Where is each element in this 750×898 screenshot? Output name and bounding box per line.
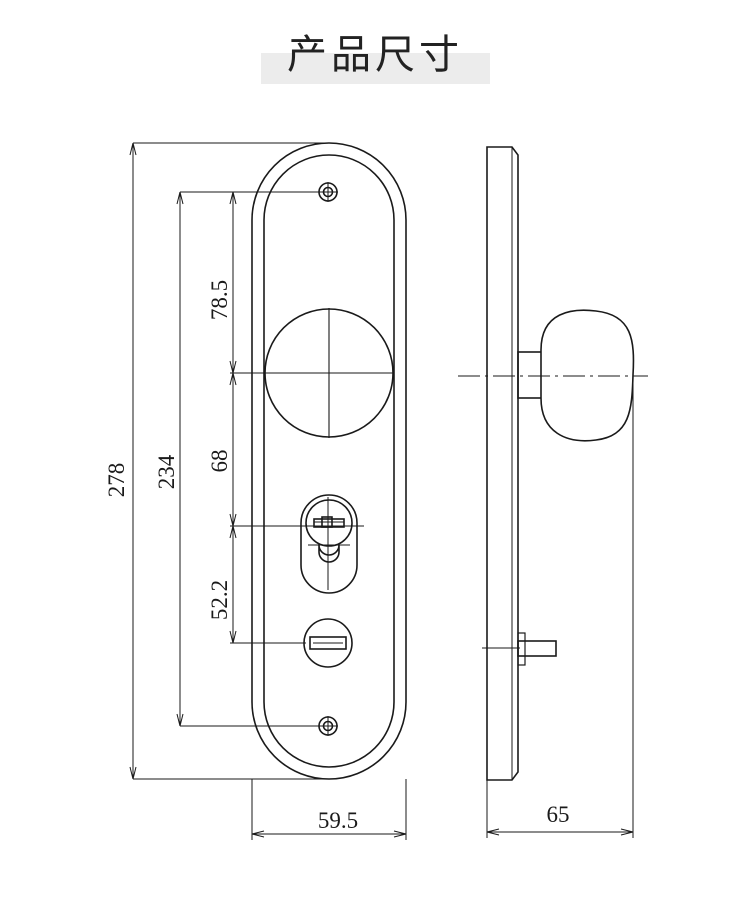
- dim-label-knob-to-cylinder: 68: [207, 450, 232, 473]
- dim-label-projection-depth: 65: [547, 802, 570, 827]
- dim-label-screw-to-knob: 78.5: [207, 280, 232, 320]
- center-lines: [458, 375, 648, 649]
- thumbturn-icon: [303, 618, 353, 668]
- side-knob-icon: [540, 309, 635, 442]
- page-title: 产品尺寸: [287, 32, 463, 78]
- dim-label-overall-height: 278: [104, 463, 129, 498]
- front-view: [251, 142, 407, 780]
- knob-icon: [264, 308, 394, 438]
- side-spindle: [517, 640, 557, 657]
- side-dimension: [486, 376, 634, 838]
- plate-profile: [486, 146, 519, 781]
- dim-label-screw-spacing: 234: [154, 454, 179, 489]
- cylinder-icon: [300, 494, 358, 594]
- bottom-screw-icon: [318, 716, 338, 736]
- dim-label-plate-width: 59.5: [318, 808, 358, 833]
- top-screw-icon: [318, 182, 338, 202]
- knob-neck: [517, 351, 543, 399]
- plate-outline: [251, 142, 407, 780]
- dim-label-cylinder-to-thumbturn: 52.2: [207, 580, 232, 620]
- front-dimensions: [129, 142, 407, 840]
- side-view: [486, 146, 635, 781]
- plate-inner-outline: [263, 154, 395, 768]
- title-band: [261, 53, 490, 84]
